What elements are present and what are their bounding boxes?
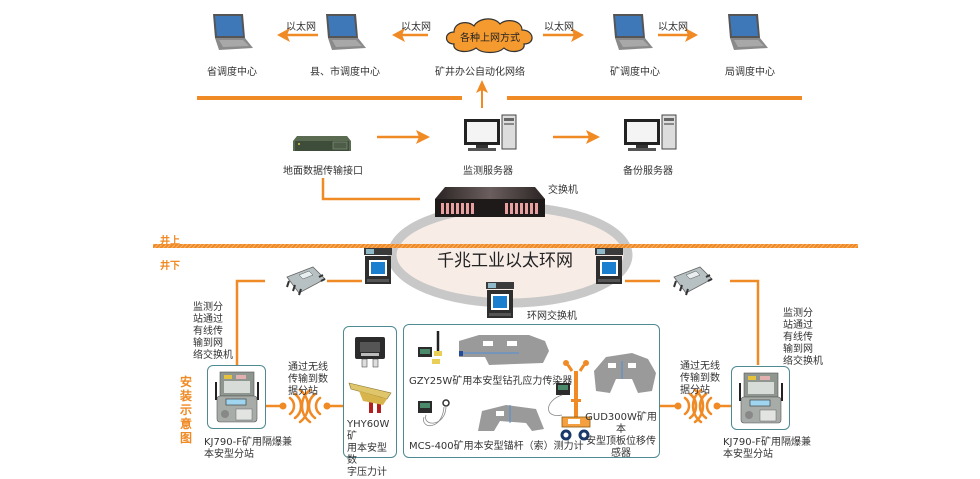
- rock-roof-illustration: [592, 351, 658, 395]
- ring-title: 千兆工业以太环网: [437, 251, 573, 271]
- right-station-frame: [731, 366, 790, 430]
- wireless-signal-icon: [300, 388, 312, 424]
- node-label-office: 矿井办公自动化网络: [435, 67, 525, 78]
- backup-server-icon: [622, 113, 678, 153]
- middle-arrows: [321, 130, 600, 201]
- substation-icon: [214, 370, 260, 424]
- wire-node: [713, 402, 721, 410]
- node-label-bureau: 局调度中心: [725, 67, 775, 78]
- core-switch-icon: [435, 185, 545, 219]
- hydraulic-support-icon: [347, 377, 393, 415]
- right-wireless-note: 通过无线 传输到数 据分站: [680, 361, 720, 396]
- wire-node: [674, 402, 682, 410]
- arrow-head-office: [476, 80, 488, 93]
- anchor-force-meter-icon: [416, 397, 456, 433]
- monitor-server-label: 监测服务器: [463, 166, 513, 177]
- wireless-signal-icon: [705, 396, 713, 416]
- sensor-group-frame: GZY25W矿用本安型钻孔应力传染器 MCS-400矿用本安型锚杆（索）测力计 …: [403, 324, 660, 459]
- left-station-frame: [207, 365, 266, 429]
- node-label-county: 县、市调度中心: [310, 67, 380, 78]
- cloud-label: 各种上网方式: [460, 33, 520, 44]
- arrow-head-province: [277, 28, 290, 42]
- ring-switch-left-icon: [362, 246, 394, 286]
- backbone-line-left: [197, 96, 462, 100]
- surface-line: [153, 244, 858, 248]
- ring-switch-right-icon: [593, 246, 625, 286]
- ground-interface-label: 地面数据传输接口: [283, 166, 363, 177]
- arrow-head-mine: [571, 28, 584, 42]
- wireless-signal-icon: [683, 396, 691, 416]
- ground-interface-icon: [293, 133, 351, 153]
- node-label-mine: 矿调度中心: [610, 67, 660, 78]
- pressure-gauge-icon: [353, 335, 387, 369]
- wireless-signal-icon: [288, 396, 296, 416]
- wire-right-box-to-station: [730, 279, 760, 365]
- right-station-label: KJ790-F矿用隔爆兼 本安型分站: [723, 437, 811, 460]
- backup-server-label: 备份服务器: [623, 166, 673, 177]
- laptop-icon-mine: [605, 12, 653, 52]
- wireless-signal-icon: [314, 396, 322, 416]
- backbone-line-right: [507, 96, 802, 100]
- wireless-signal-icon: [698, 392, 708, 420]
- monitor-server-icon: [462, 113, 518, 153]
- wire-left-box-to-station: [235, 279, 265, 365]
- arrow-head-bureau: [685, 28, 698, 42]
- gzy-sensor-label: GZY25W矿用本安型钻孔应力传染器: [409, 376, 573, 387]
- laptop-icon-county: [318, 12, 366, 52]
- top-arrows: [277, 28, 698, 108]
- cloud-icon: [440, 14, 540, 54]
- yhy-sensor-label: YHY60W矿 用本安型数 字压力计: [347, 419, 390, 478]
- rock-anchor-illustration: [476, 401, 546, 433]
- node-label-province: 省调度中心: [207, 67, 257, 78]
- install-diagram-title: 安 装 示 意 图: [180, 375, 193, 445]
- left-station-label: KJ790-F矿用隔爆兼 本安型分站: [204, 437, 292, 460]
- arrow-head-backup: [586, 130, 600, 144]
- link-label-1: 以太网: [286, 22, 316, 33]
- arrow-head-county: [392, 28, 405, 42]
- gud-sensor-label: GUD300W矿用本 安型顶板位移传感器: [585, 412, 657, 459]
- wireless-signal-icon: [307, 392, 317, 420]
- core-switch-label: 交换机: [548, 185, 578, 196]
- rock-borehole-illustration: [459, 331, 549, 367]
- interface-to-switch-line: [321, 178, 420, 201]
- laptop-icon-province: [205, 12, 253, 52]
- surface-label-below: 井下: [160, 261, 180, 272]
- surface-label-above: 井上: [160, 236, 180, 247]
- displacement-reader-icon: [544, 381, 584, 421]
- junction-box-right-icon: [670, 265, 714, 297]
- ring-switch-bottom-icon: [484, 280, 516, 320]
- wire-node: [323, 402, 331, 410]
- roof-displacement-sensor-icon: [554, 359, 598, 443]
- wireless-signal-icon: [691, 388, 703, 424]
- link-label-2: 以太网: [401, 22, 431, 33]
- yhy-sensor-frame: YHY60W矿 用本安型数 字压力计: [343, 326, 397, 478]
- link-label-4: 以太网: [658, 22, 688, 33]
- substation-icon: [738, 371, 784, 425]
- stress-sensor-icon: [416, 329, 444, 367]
- arrow-head-monitor: [416, 130, 430, 144]
- wireless-signal-icon: [688, 392, 698, 420]
- right-wired-note: 监测分 站通过 有线传 输到网 络交换机: [783, 308, 823, 367]
- link-label-3: 以太网: [544, 22, 574, 33]
- left-wireless-note: 通过无线 传输到数 据分站: [288, 362, 328, 397]
- junction-box-left-icon: [283, 265, 327, 297]
- laptop-icon-bureau: [720, 12, 768, 52]
- mcs-sensor-label: MCS-400矿用本安型锚杆（索）测力计: [409, 441, 584, 452]
- wire-node: [279, 402, 287, 410]
- left-wired-note: 监测分 站通过 有线传 输到网 络交换机: [193, 302, 233, 361]
- ring-switch-label: 环网交换机: [527, 311, 577, 322]
